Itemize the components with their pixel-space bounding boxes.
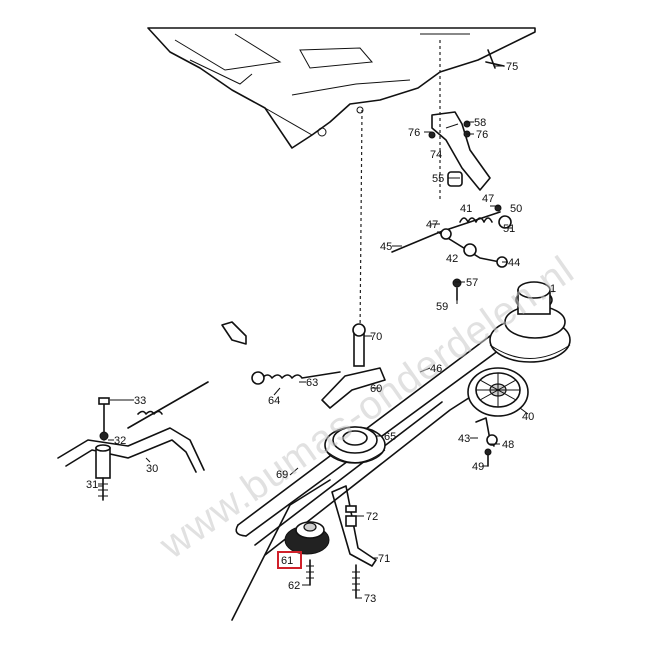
engine-pulley	[489, 281, 571, 363]
highlight-box	[277, 551, 302, 569]
label-41: 41	[460, 203, 472, 215]
bracket-assembly	[428, 49, 505, 191]
label-73: 73	[364, 593, 376, 605]
label-43: 43	[458, 433, 470, 445]
label-46: 46	[430, 363, 442, 375]
label-32: 32	[114, 435, 126, 447]
label-59: 59	[436, 301, 448, 313]
tension-arm	[221, 321, 386, 409]
bracket-71	[331, 485, 377, 599]
label-47-right: 47	[482, 193, 494, 205]
label-65: 65	[384, 431, 396, 443]
label-44: 44	[508, 257, 520, 269]
label-45: 45	[380, 241, 392, 253]
control-rod	[391, 204, 512, 301]
bracket-43	[475, 417, 498, 467]
label-40: 40	[522, 411, 534, 423]
leader-lines	[98, 65, 529, 599]
label-63: 63	[306, 377, 318, 389]
left-rod-assembly	[57, 381, 209, 501]
label-49: 49	[472, 461, 484, 473]
label-70: 70	[370, 331, 382, 343]
label-61: 61	[281, 555, 293, 567]
label-76-left: 76	[408, 127, 420, 139]
label-31: 31	[86, 479, 98, 491]
label-71: 71	[378, 553, 390, 565]
label-60: 60	[370, 383, 382, 395]
label-42: 42	[446, 253, 458, 265]
label-30: 30	[146, 463, 158, 475]
label-76-right: 76	[476, 129, 488, 141]
label-51: 51	[503, 223, 515, 235]
label-57: 57	[466, 277, 478, 289]
label-69: 69	[276, 469, 288, 481]
deck-housing	[147, 27, 536, 149]
label-64: 64	[268, 395, 280, 407]
label-1: 1	[550, 283, 556, 295]
part-labels: 1 30 31 32 33 40 41 42 43 44 45 46 47 47…	[86, 61, 556, 605]
label-72: 72	[366, 511, 378, 523]
pulley-61	[284, 521, 330, 586]
label-74: 74	[430, 149, 442, 161]
idler-pulley-65	[324, 426, 386, 464]
label-58: 58	[474, 117, 486, 129]
label-62: 62	[288, 580, 300, 592]
label-75: 75	[506, 61, 518, 73]
pivot-rod-left	[359, 109, 363, 336]
label-50: 50	[510, 203, 522, 215]
label-33: 33	[134, 395, 146, 407]
idler-pulley-40	[467, 367, 529, 417]
label-55: 55	[432, 173, 444, 185]
label-47-left: 47	[426, 219, 438, 231]
label-48: 48	[502, 439, 514, 451]
